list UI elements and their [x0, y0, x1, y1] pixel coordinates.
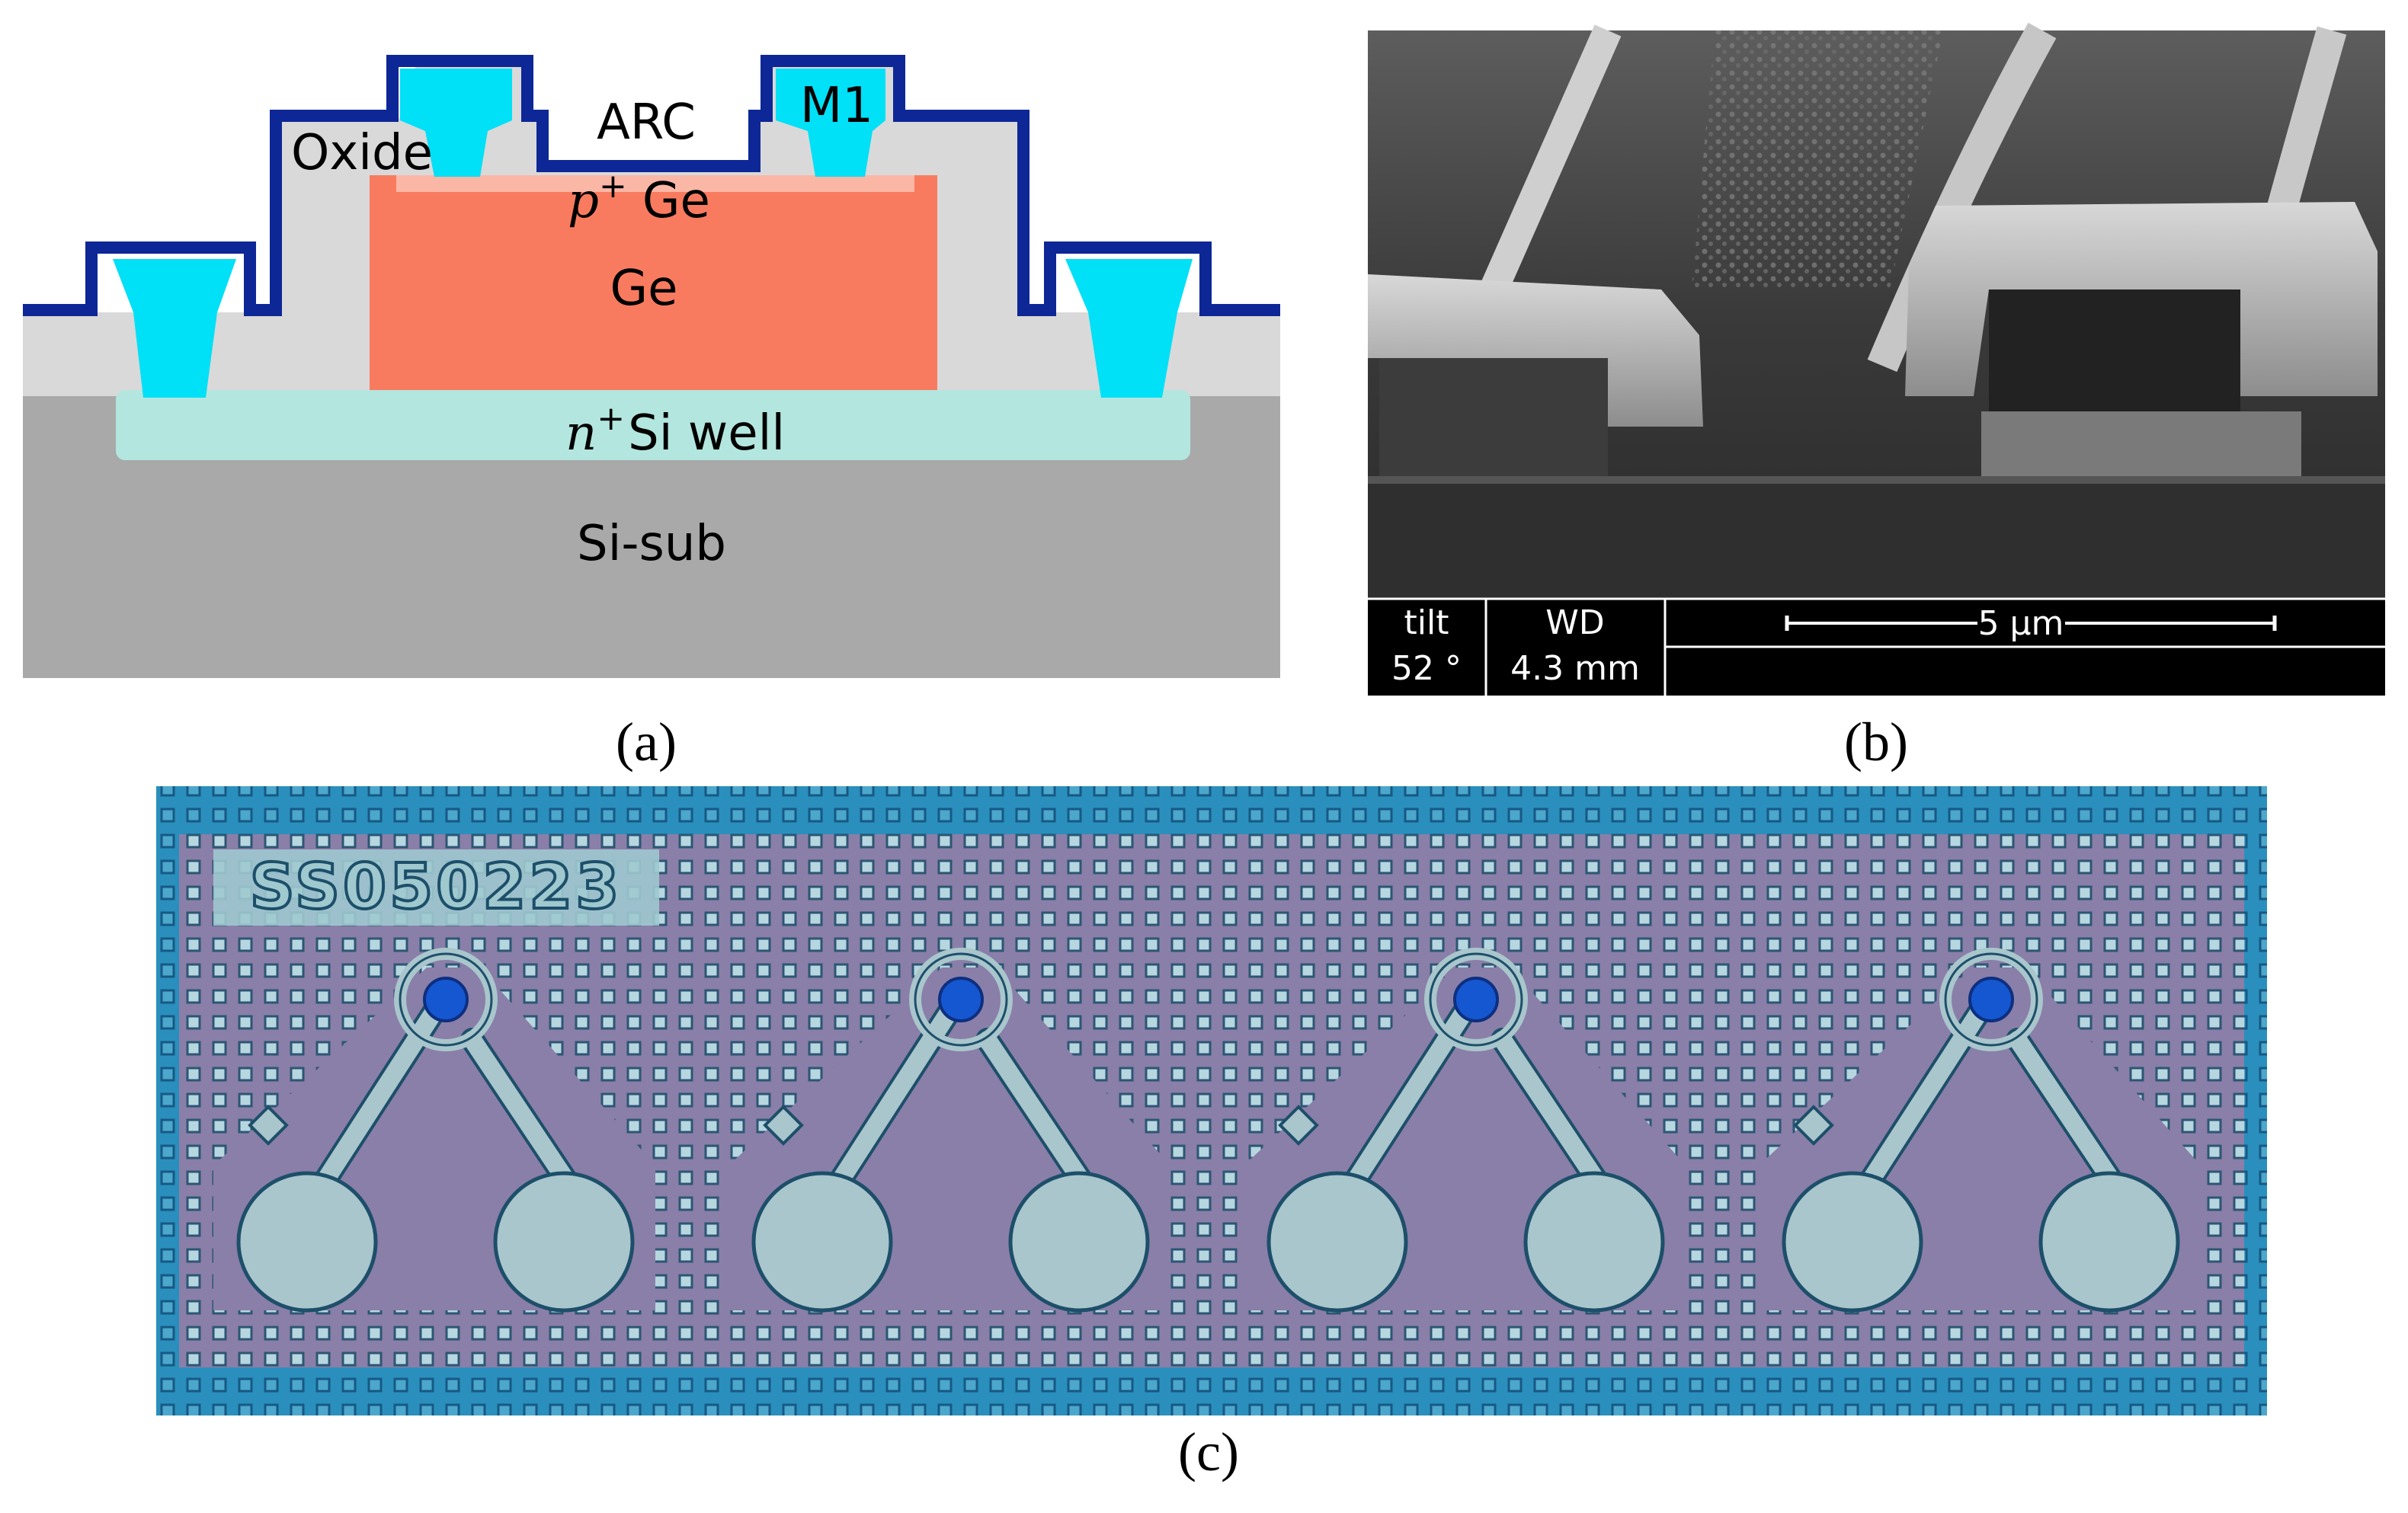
sem-mesa-right-base	[1981, 411, 2301, 480]
detector-ring-outline	[1429, 952, 1523, 1047]
n-plus-si-well-label: n+Si well	[565, 399, 785, 462]
sem-grain-region	[1692, 30, 1943, 289]
contact-pad-left	[236, 1171, 378, 1313]
photodetector-device	[728, 948, 1170, 1313]
tilt-label: tilt	[1404, 603, 1449, 642]
sem-mesa-right-cavity	[1989, 289, 2240, 411]
contact-pad-left	[751, 1171, 893, 1313]
contact-pad-right	[493, 1171, 635, 1313]
sem-ridge-mid	[1867, 22, 2057, 373]
contact-plug-left	[113, 259, 236, 398]
p-symbol: p	[568, 173, 599, 229]
n-plus-si-well	[116, 390, 1190, 460]
metal-arm-right	[978, 1031, 1096, 1198]
arc-label: ARC	[597, 94, 696, 151]
detector-via	[938, 977, 984, 1022]
alignment-mark	[1793, 1105, 1834, 1146]
sem-info-bar: tilt 52 ° WD 4.3 mm 5 µm	[1368, 597, 2385, 696]
scale-bar-label: 5 µm	[1978, 604, 2064, 643]
contact-plug-right	[1065, 259, 1193, 398]
n-symbol: n	[565, 405, 597, 462]
chip-id-box	[213, 849, 659, 926]
p-plus-ge-layer	[396, 175, 914, 192]
sem-surface-line	[1368, 476, 2385, 484]
sem-mesa-right-cap	[1905, 202, 2378, 396]
metal-line-m1	[23, 55, 1280, 316]
panel-c-caption: (c)	[1178, 1422, 1239, 1483]
ge-label: Ge	[610, 261, 678, 317]
detector-ring-outline	[914, 952, 1008, 1047]
wd-label: WD	[1545, 603, 1604, 642]
contact-pad-right	[2038, 1171, 2180, 1313]
ge-block	[370, 175, 937, 390]
detector-via	[423, 977, 469, 1022]
si-sub-label: Si-sub	[577, 516, 726, 572]
alignment-mark	[248, 1105, 289, 1146]
detector-via	[1968, 977, 2014, 1022]
panel-a-caption: (a)	[616, 712, 677, 772]
tilt-value: 52 °	[1391, 649, 1462, 688]
photodetector-device	[213, 948, 655, 1313]
alignment-mark	[1278, 1105, 1319, 1146]
sem-ridge-left	[1480, 24, 1622, 296]
contact-plug-top-left	[400, 69, 512, 177]
sem-mesa-left-cap	[1368, 274, 1703, 427]
contact-pad-left	[1266, 1171, 1408, 1313]
contact-pad-left	[1782, 1171, 1923, 1313]
n-well-text: Si well	[628, 405, 785, 462]
photodetector-device	[1244, 948, 1686, 1313]
detector-ring-outline	[1944, 952, 2038, 1047]
wd-value: 4.3 mm	[1510, 649, 1640, 688]
p-plus-ge-label: p+ Ge	[568, 167, 710, 229]
n-superscript: +	[597, 399, 625, 438]
m1-label: M1	[800, 78, 873, 134]
sem-substrate-band	[1368, 480, 2385, 598]
panel-b-sem-image	[1368, 22, 2385, 598]
detector-ring-outline	[399, 952, 493, 1047]
p-superscript: +	[599, 167, 627, 206]
contact-plug-top-right	[776, 69, 885, 177]
alignment-mark	[763, 1105, 804, 1146]
metal-arm-right	[1494, 1031, 1611, 1198]
contact-pad-right	[1008, 1171, 1150, 1313]
chip-id-text: SS050223	[250, 851, 623, 923]
detector-via	[1453, 977, 1499, 1022]
device-group	[213, 948, 2201, 1313]
panel-a-cross-section: ARC M1 Oxide p+Ge Ge n+Si well Si-sub	[23, 55, 1280, 678]
sem-mesa-left-body	[1379, 358, 1608, 480]
oxide-label: Oxide	[291, 125, 433, 181]
contact-pad-right	[1523, 1171, 1665, 1313]
p-ge-text: Ge	[642, 173, 710, 229]
metal-arm-right	[2009, 1031, 2126, 1198]
photodetector-device	[1759, 948, 2201, 1313]
metal-arm-right	[463, 1031, 581, 1198]
sem-ridge-right	[2263, 26, 2347, 226]
panel-b-caption: (b)	[1844, 712, 1908, 772]
